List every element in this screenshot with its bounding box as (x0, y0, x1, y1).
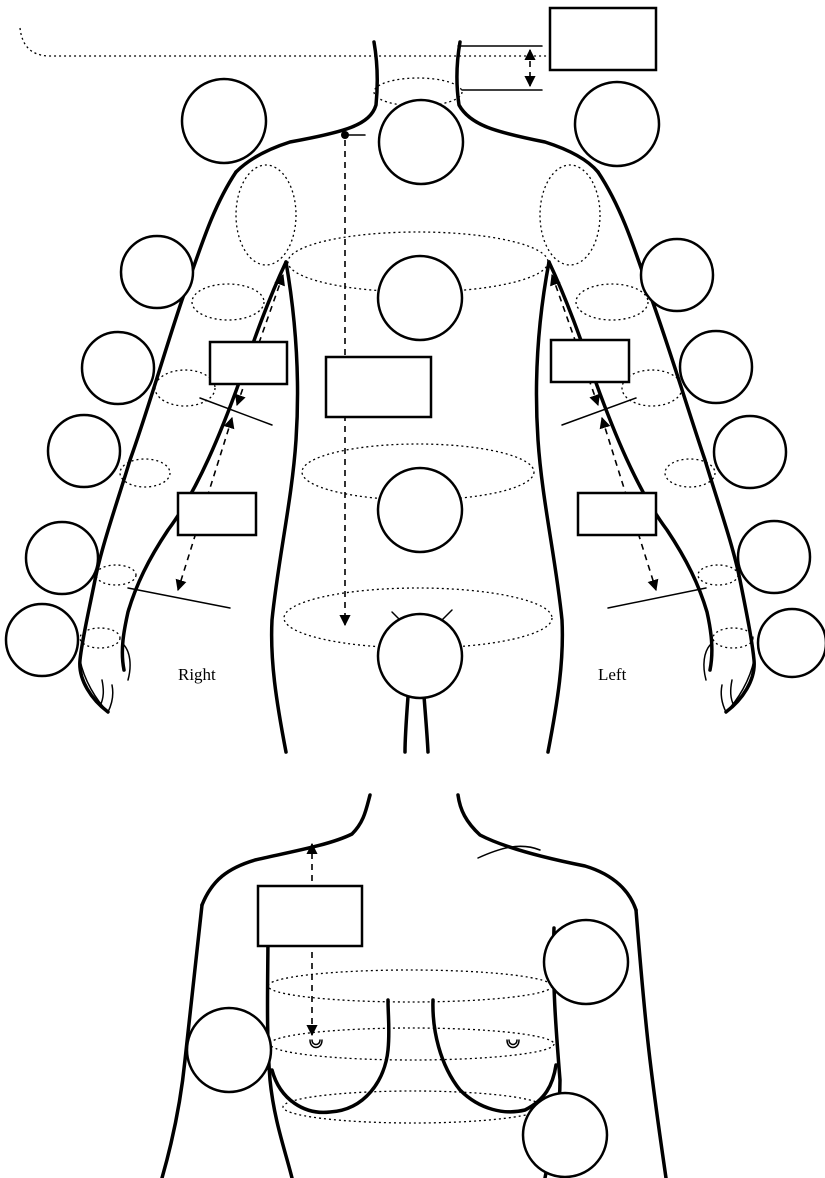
right-arm-inner-outline (122, 262, 286, 670)
bust-figure (162, 795, 666, 1178)
left-wrist-ellipse (698, 565, 738, 585)
left-elbow-tick (562, 398, 636, 425)
right-wrist-tick (128, 588, 230, 608)
underbust-ellipse (283, 1091, 543, 1123)
right-hand-circle-field[interactable] (6, 604, 78, 676)
right-breast-outline (272, 1000, 389, 1112)
bust-left-arm-outline (636, 910, 666, 1178)
bust-point-height-box-field[interactable] (258, 886, 362, 946)
right-forearm-length-box-field[interactable] (178, 493, 256, 535)
front-body-figure: Right Left (6, 8, 825, 752)
left-elbow-circle-field[interactable] (680, 331, 752, 403)
torso-right-side (272, 262, 298, 752)
left-wrist-circle-field[interactable] (738, 521, 810, 593)
right-forearm-circle-field[interactable] (48, 415, 120, 487)
upper-bust-circle-field[interactable] (544, 920, 628, 1004)
hip-circle-field[interactable] (378, 614, 462, 698)
neck-circle-field[interactable] (379, 100, 463, 184)
left-upper-arm-ellipse (576, 284, 648, 320)
bust-circle-field[interactable] (187, 1008, 271, 1092)
right-wrist-ellipse (96, 565, 136, 585)
right-shoulder-circle-field[interactable] (182, 79, 266, 163)
waist-circle-field[interactable] (378, 468, 462, 552)
upper-bust-ellipse (268, 970, 552, 1002)
right-upper-arm-length-arrow (237, 275, 283, 405)
underbust-circle-field[interactable] (523, 1093, 607, 1177)
left-breast-outline (433, 1000, 556, 1112)
left-forearm-circle-field[interactable] (714, 416, 786, 488)
left-wrist-tick (608, 588, 706, 608)
left-hand-circle-field[interactable] (758, 609, 825, 677)
right-upper-arm-length-box-field[interactable] (210, 342, 287, 384)
left-nipple-mark (507, 1040, 519, 1048)
torso-left-side (536, 262, 562, 752)
right-wrist-circle-field[interactable] (26, 522, 98, 594)
left-side-label: Left (598, 665, 627, 684)
head-guide-line (20, 28, 630, 56)
left-upper-arm-length-box-field[interactable] (551, 340, 629, 382)
shoulder-point-dot (341, 131, 349, 139)
left-shoulder-circle-field[interactable] (575, 82, 659, 166)
left-hand-ellipse (713, 628, 753, 648)
right-upper-arm-circle-field[interactable] (121, 236, 193, 308)
right-side-label: Right (178, 665, 216, 684)
right-shoulder-ellipse (236, 165, 296, 265)
right-nipple-mark (310, 1040, 322, 1048)
neck-height-box-field[interactable] (550, 8, 656, 70)
bust-neck-left-outline (458, 795, 636, 910)
left-forearm-length-box-field[interactable] (578, 493, 656, 535)
right-elbow-circle-field[interactable] (82, 332, 154, 404)
chest-circle-field[interactable] (378, 256, 462, 340)
left-arm-inner-outline (549, 262, 712, 670)
body-length-box-field[interactable] (326, 357, 431, 417)
right-upper-arm-ellipse (192, 284, 264, 320)
left-shoulder-ellipse (540, 165, 600, 265)
left-upper-arm-circle-field[interactable] (641, 239, 713, 311)
right-elbow-tick (200, 398, 272, 425)
